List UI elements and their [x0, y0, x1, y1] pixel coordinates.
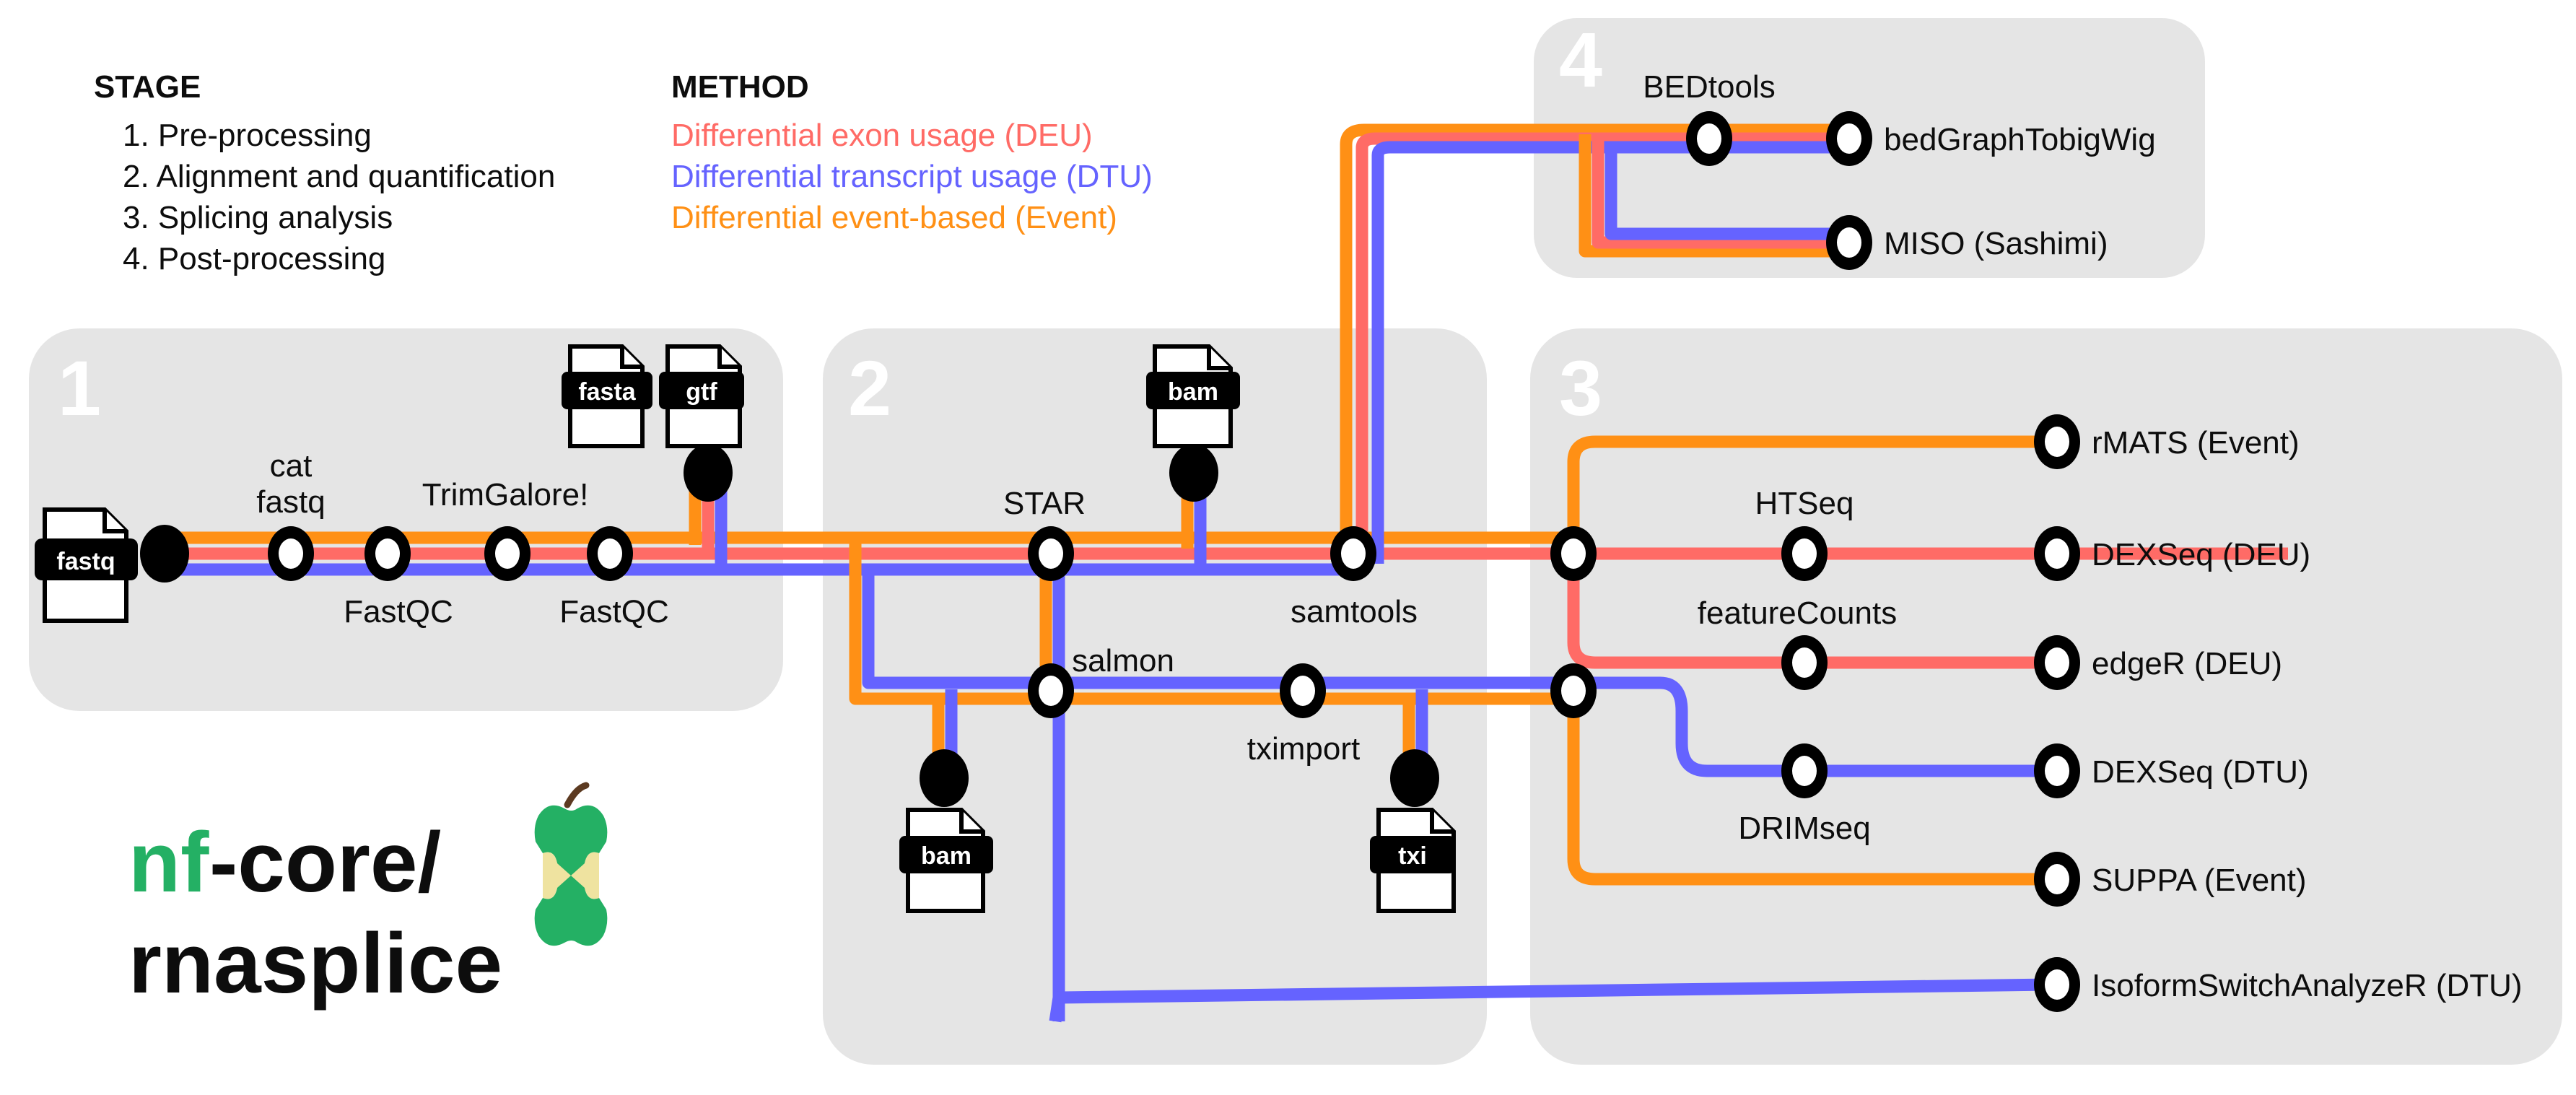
legend-stage-item-1: 1. Pre-processing: [123, 118, 372, 153]
node-samtools-hole: [1341, 538, 1366, 569]
file-icon-gtf: gtf: [659, 344, 744, 448]
node-featurecounts-hole: [1792, 647, 1817, 678]
output-label-miso: MISO (Sashimi): [1884, 226, 2108, 261]
file-label-bam-in: bam: [1168, 378, 1218, 406]
output-node-bedgraphtobigwig-hole: [1837, 123, 1861, 154]
logo-org-suffix: -core/: [209, 815, 441, 910]
node-label-cat: cat: [270, 448, 313, 484]
solid-nodes: [140, 444, 1439, 807]
node-label-fastqc-1: FastQC: [344, 594, 453, 629]
output-node-suppa-hole: [2045, 864, 2069, 894]
file-label-gtf: gtf: [686, 378, 717, 406]
j2-dexseq-dtu-blue: [1573, 676, 2053, 777]
stage-3-number: 3: [1559, 344, 1602, 432]
s4-miso-blue: [1604, 147, 1844, 240]
j2-suppa-orange: [1567, 693, 2053, 886]
samtools-riser-red: [1355, 132, 1848, 554]
fastq-source-node: [140, 525, 189, 583]
output-node-rmats-hole: [2045, 427, 2069, 457]
node-label-featurecounts: featureCounts: [1698, 596, 1897, 631]
output-node-isoformswitchanalyzer-hole: [2045, 969, 2069, 1000]
file-icon-fastq-in: fastq: [35, 507, 138, 623]
node-label-salmon: salmon: [1072, 643, 1174, 679]
legend-stage-item-3: 3. Splicing analysis: [123, 200, 393, 235]
output-nodes[interactable]: [1826, 111, 2080, 1012]
apple-core-icon: [534, 782, 608, 946]
file-icon-fasta: fasta: [562, 344, 652, 448]
node-bedtools-hole: [1697, 123, 1721, 154]
s4-miso-red: [1592, 139, 1844, 249]
legend-method-item-deu: Differential exon usage (DEU): [671, 118, 1093, 153]
file-label-txi-out: txi: [1398, 842, 1427, 870]
node-stage3-junction-bottom-hole: [1561, 676, 1586, 706]
output-label-dexseq-deu: DEXSeq (DEU): [2092, 537, 2310, 572]
j1-rmats-orange: [1567, 435, 2053, 549]
node-stage3-junction-top-hole: [1561, 538, 1586, 569]
logo-org-prefix: nf: [128, 815, 209, 910]
node-cat-fastq-hole: [279, 538, 303, 569]
file-label-fastq-in: fastq: [56, 548, 115, 575]
txi-sink-node: [1390, 749, 1439, 807]
node-htseq-hole: [1792, 538, 1817, 569]
legend-stage-item-4: 4. Post-processing: [123, 241, 385, 276]
node-label-star: STAR: [1003, 486, 1086, 521]
output-node-miso-hole: [1837, 227, 1861, 258]
node-star-hole: [1039, 538, 1063, 569]
output-node-dexseq-dtu-hole: [2045, 756, 2069, 786]
node-label-trimgalore: TrimGalore!: [422, 477, 589, 512]
legend-method-title: METHOD: [671, 69, 809, 105]
nf-core-logo: nf -core/ rnasplice: [128, 782, 608, 1011]
file-icon-bam-in: bam: [1146, 344, 1240, 448]
file-icon-txi-out: txi: [1370, 808, 1456, 913]
ring-nodes[interactable]: [268, 111, 1828, 798]
node-label-fastqc-2: FastQC: [559, 594, 669, 629]
node-label-htseq: HTSeq: [1755, 486, 1854, 521]
isoform-blue: [1049, 978, 2054, 1023]
output-label-bedgraphtobigwig: bedGraphTobigWig: [1884, 122, 2156, 157]
output-label-isoformswitchanalyzer: IsoformSwitchAnalyzeR (DTU): [2092, 968, 2523, 1003]
samtools-riser-blue: [1371, 141, 1848, 564]
stage-2-number: 2: [848, 344, 891, 432]
bam-sink-node: [920, 749, 969, 807]
node-trimgalore-hole: [495, 538, 520, 569]
output-label-suppa: SUPPA (Event): [2092, 863, 2307, 898]
output-label-dexseq-dtu: DEXSeq (DTU): [2092, 754, 2309, 790]
legend-method-item-dtu: Differential transcript usage (DTU): [671, 159, 1153, 194]
node-label-tximport: tximport: [1247, 731, 1360, 767]
node-drimseq-hole: [1792, 756, 1817, 786]
samtools-riser-orange: [1340, 123, 1848, 549]
output-node-dexseq-deu-hole: [2045, 538, 2069, 569]
output-label-edger-deu: edgeR (DEU): [2092, 646, 2282, 681]
ref-source-node: [684, 444, 733, 502]
node-tximport-hole: [1291, 676, 1315, 706]
legend-method-item-event: Differential event-based (Event): [671, 200, 1117, 235]
stage-4-number: 4: [1559, 16, 1602, 103]
legend-stage-item-2: 2. Alignment and quantification: [123, 159, 555, 194]
legend-stage-title: STAGE: [94, 69, 201, 105]
stage-1-number: 1: [58, 344, 101, 432]
j1-edger-red: [1567, 559, 2053, 669]
output-node-edger-deu-hole: [2045, 647, 2069, 678]
node-label-bedtools: BEDtools: [1643, 69, 1775, 105]
node-label-fastq: fastq: [256, 484, 325, 520]
bam-source-node: [1169, 444, 1218, 502]
node-label-drimseq: DRIMseq: [1738, 811, 1870, 846]
s4-miso-orange: [1579, 134, 1844, 258]
file-label-fasta: fasta: [578, 378, 636, 406]
node-fastqc-2-hole: [598, 538, 622, 569]
node-label-samtools: samtools: [1291, 594, 1418, 629]
file-icon-bam-out: bam: [899, 808, 993, 913]
output-label-rmats: rMATS (Event): [2092, 425, 2300, 461]
node-fastqc-1-hole: [375, 538, 400, 569]
logo-pipeline-name: rnasplice: [128, 916, 502, 1011]
node-salmon-hole: [1039, 676, 1063, 706]
file-label-bam-out: bam: [921, 842, 972, 870]
